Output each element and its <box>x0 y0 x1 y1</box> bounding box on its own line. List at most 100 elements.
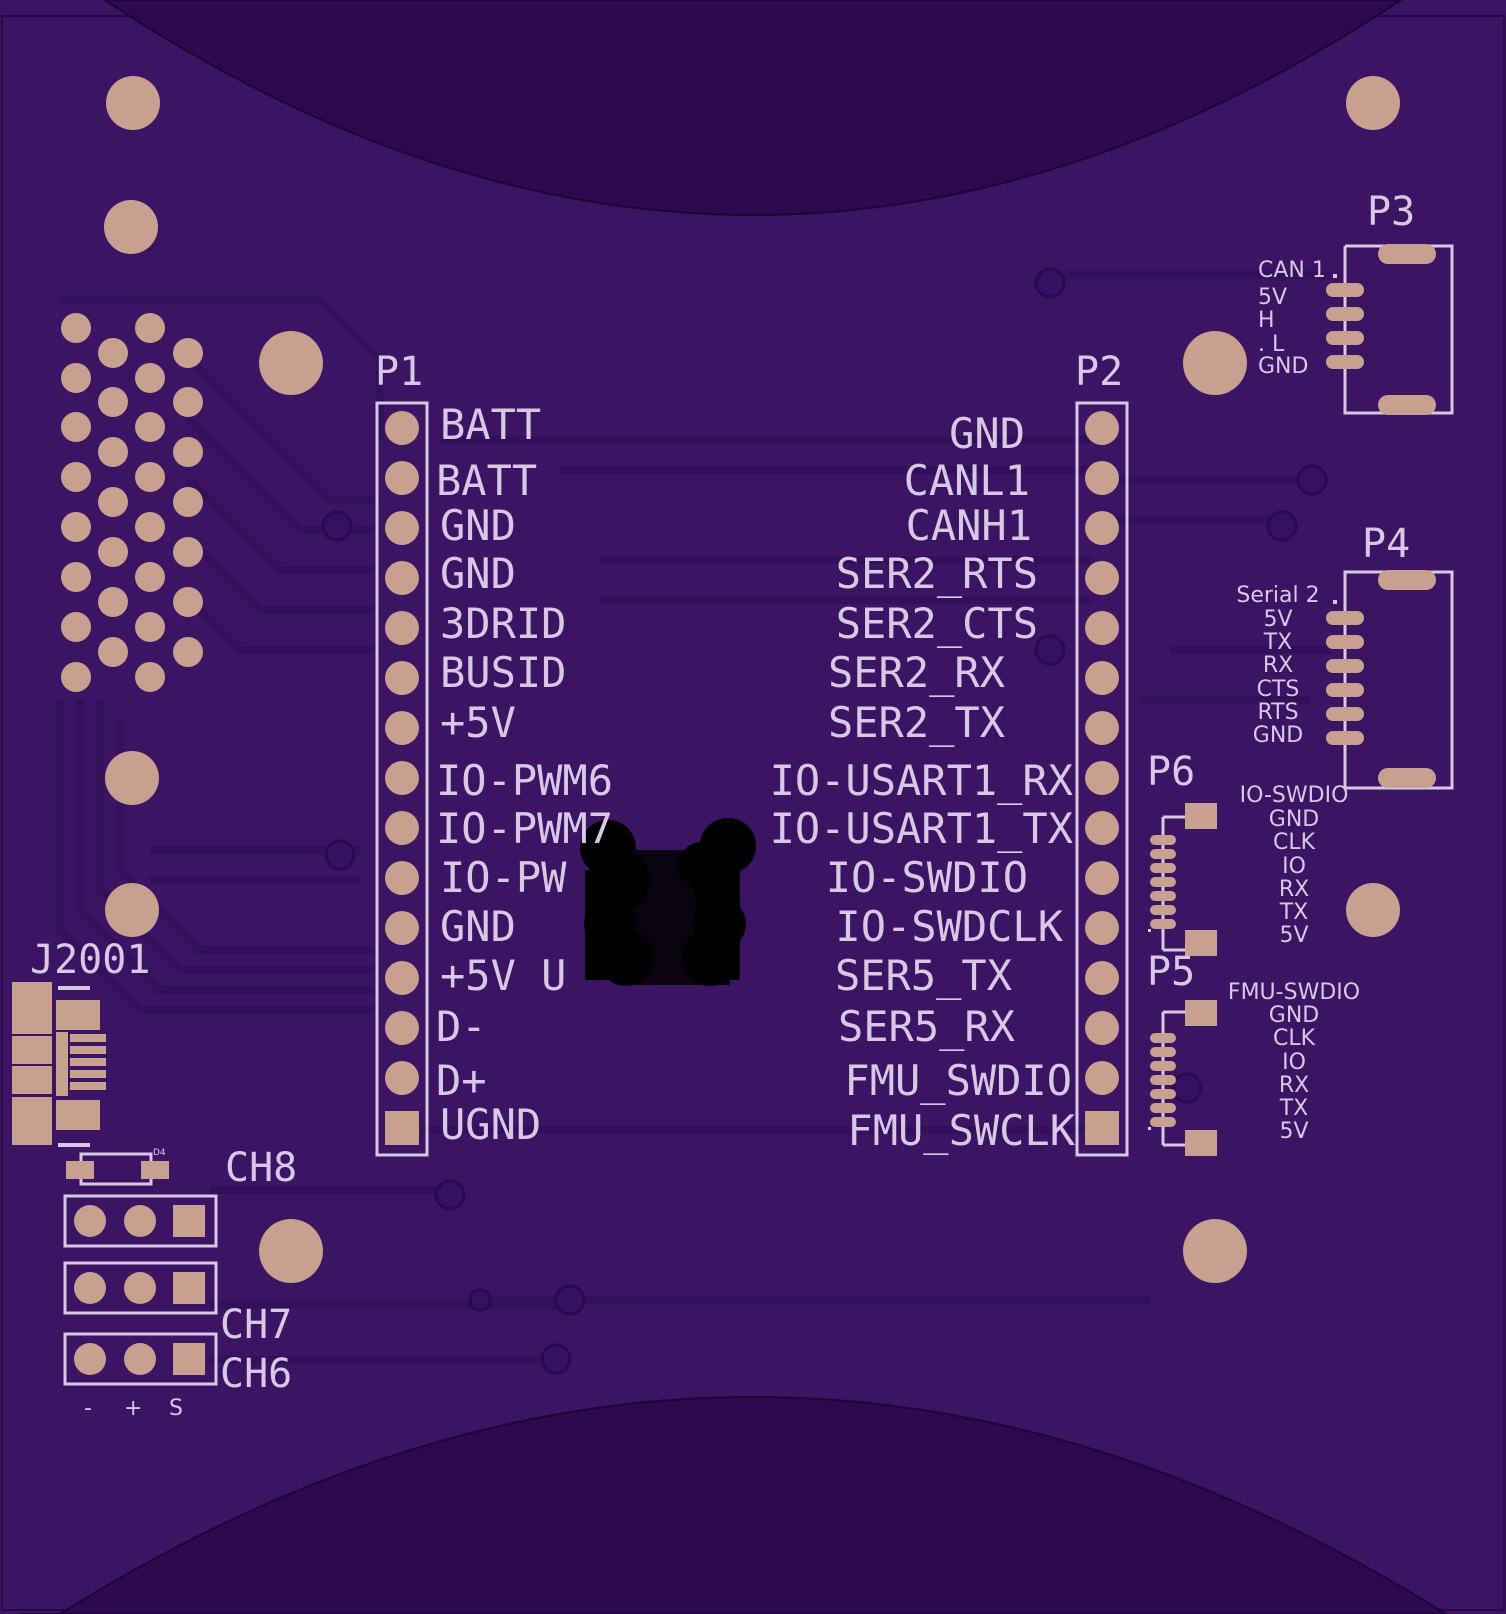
p2-pin-label: CANH1 <box>905 501 1032 550</box>
p2-pin-label: IO-USART1_RX <box>769 756 1073 805</box>
p2-pad <box>1085 1061 1119 1095</box>
p2-pin-label: FMU_SWCLK <box>847 1106 1075 1155</box>
j2001-ref: J2001 <box>30 937 151 983</box>
p1-pad <box>385 761 419 795</box>
p2-pin-label: IO-USART1_TX <box>769 804 1073 853</box>
p4-pin-label: GND <box>1252 723 1304 748</box>
p1-pin-label: GND <box>440 902 516 951</box>
p2-pin-label: GND <box>949 409 1025 458</box>
p1-pin-label: UGND <box>440 1100 542 1149</box>
p1-pin-label: +5V <box>440 698 516 747</box>
p1-pin-label: IO-PWM7 <box>436 804 614 853</box>
p1-pad <box>385 561 419 595</box>
p2-pad <box>1085 961 1119 995</box>
p1-pin-label: 3DRID <box>440 599 567 648</box>
j2001-connector <box>12 982 106 1147</box>
top-cutout <box>103 0 1403 216</box>
p2-pin-label: SER2_TX <box>827 698 1005 747</box>
p2-pad <box>1085 1111 1119 1145</box>
p6-pin-label: IO-SWDIO <box>1239 783 1349 808</box>
p4-pin-label: 5V <box>1263 607 1293 632</box>
p1-pin-label: IO-PW <box>440 853 567 902</box>
servo-plus-label: + <box>124 1396 143 1421</box>
p1-pad <box>385 811 419 845</box>
ch8-label: CH8 <box>225 1145 298 1191</box>
vias <box>321 267 1328 1375</box>
black-artwork-blob <box>580 818 756 986</box>
p1-pad <box>385 511 419 545</box>
p4-pin-label: RX <box>1262 653 1294 678</box>
p1-pad <box>385 911 419 945</box>
p2-pad <box>1085 811 1119 845</box>
p5-pin-label: 5V <box>1279 1119 1309 1144</box>
servo-signal-label: S <box>169 1396 183 1421</box>
ch6-label: CH6 <box>220 1351 293 1397</box>
p2-pin-label: CANL1 <box>903 456 1030 505</box>
p1-pad <box>385 861 419 895</box>
p1-pin-label: BATT <box>440 400 542 449</box>
left-connector-pads <box>61 313 203 692</box>
p3-pin-label: . L <box>1258 332 1285 357</box>
p4-ref: P4 <box>1362 521 1411 567</box>
p2-pad <box>1085 411 1119 445</box>
p1-pad <box>385 711 419 745</box>
p3-pin-label: GND <box>1258 354 1309 379</box>
p2-pin-label: SER5_TX <box>834 951 1012 1000</box>
p6-connector <box>1148 803 1217 956</box>
p2-pad <box>1085 561 1119 595</box>
p1-pin-label: BUSID <box>440 648 567 697</box>
p6-pin-label: IO <box>1282 854 1306 879</box>
p1-pin-label: +5V U <box>440 951 567 1000</box>
p1-pad <box>385 1111 419 1145</box>
p2-pin-label: SER2_CTS <box>835 599 1038 648</box>
p2-pad <box>1085 711 1119 745</box>
p2-pad <box>1085 761 1119 795</box>
p4-pin-label: RTS <box>1257 700 1299 725</box>
p2-pad <box>1085 511 1119 545</box>
p4-pin-label: CTS <box>1256 677 1300 702</box>
p5-pin-label: CLK <box>1272 1026 1316 1051</box>
p1-pin-label: GND <box>440 549 516 598</box>
p1-ref: P1 <box>375 349 424 395</box>
p6-pin-label: 5V <box>1279 923 1309 948</box>
p1-pin-label: D+ <box>436 1056 487 1105</box>
p4-pin-label: TX <box>1263 630 1293 655</box>
p1-pad <box>385 1011 419 1045</box>
mounting-holes <box>104 76 1400 1283</box>
p2-pad <box>1085 661 1119 695</box>
ch7-label: CH7 <box>220 1302 293 1348</box>
p2-pad <box>1085 611 1119 645</box>
p5-pin-label: GND <box>1268 1003 1320 1028</box>
p2-pin-label: IO-SWDCLK <box>835 902 1063 951</box>
p1-pin-label: IO-PWM6 <box>436 756 614 805</box>
p2-pad <box>1085 861 1119 895</box>
p2-pin-label: SER2_RTS <box>835 549 1038 598</box>
p1-pad <box>385 1061 419 1095</box>
p6-pin-label: GND <box>1268 807 1320 832</box>
p6-pin-label: CLK <box>1272 830 1316 855</box>
p2-pin-label: IO-SWDIO <box>825 853 1028 902</box>
p3-pin-label: H <box>1258 308 1275 333</box>
p5-pin-label: TX <box>1279 1096 1309 1121</box>
p1-pad <box>385 411 419 445</box>
d4-led <box>66 1152 169 1186</box>
p2-header <box>1075 401 1129 1157</box>
p2-pad <box>1085 461 1119 495</box>
p1-pin-label: D- <box>436 1002 487 1051</box>
p1-pad <box>385 961 419 995</box>
p5-ref: P5 <box>1147 949 1196 995</box>
p4-connector <box>1326 570 1454 790</box>
p6-pin-label: RX <box>1278 877 1310 902</box>
p2-ref: P2 <box>1075 349 1124 395</box>
p6-ref: P6 <box>1147 749 1196 795</box>
p1-pad <box>385 611 419 645</box>
p3-ref: P3 <box>1367 189 1416 235</box>
bottom-cutout <box>20 1396 1448 1614</box>
p5-connector <box>1148 1000 1217 1156</box>
p3-pin-label: 5V <box>1258 285 1288 310</box>
p1-header <box>375 401 429 1157</box>
p5-pin-label: FMU-SWDIO <box>1227 980 1361 1005</box>
d4-ref: D4 <box>153 1148 166 1158</box>
